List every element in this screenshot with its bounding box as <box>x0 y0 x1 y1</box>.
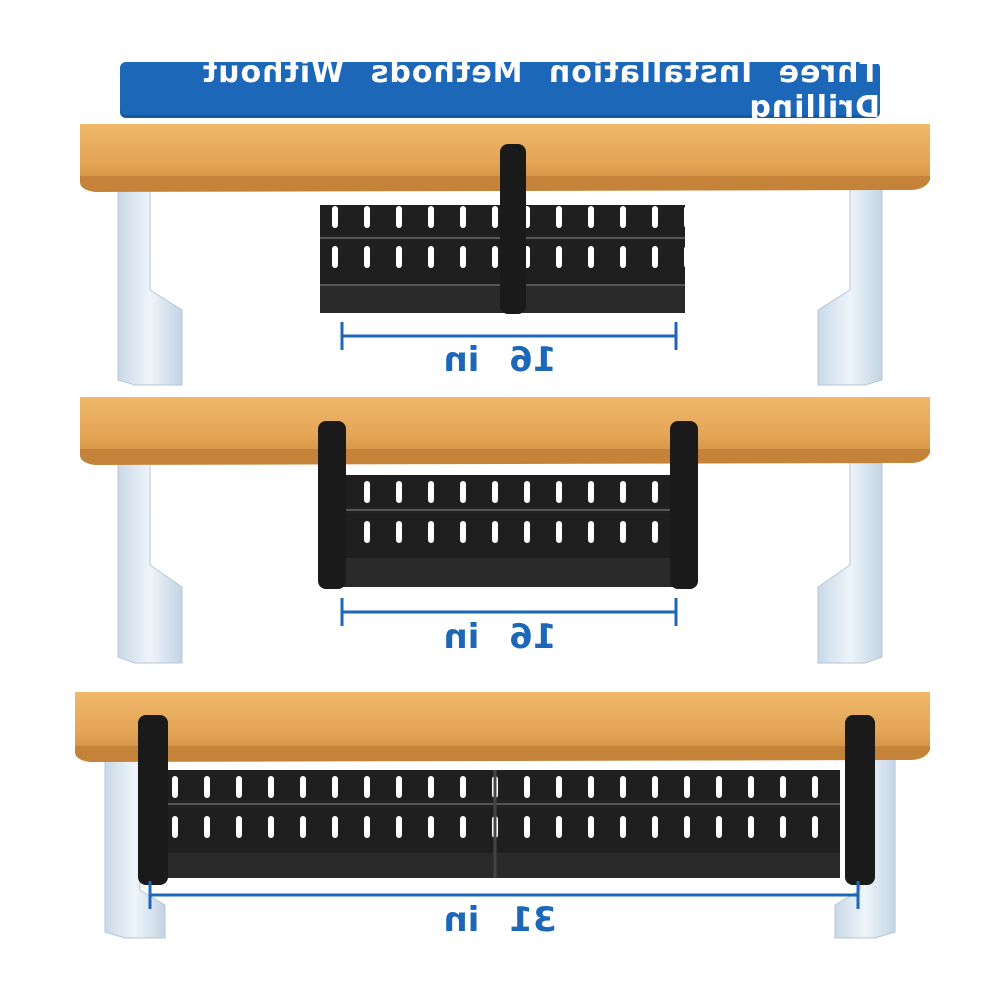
cable-tray-16in <box>330 475 675 587</box>
desk-leg-left <box>117 462 183 664</box>
length-label-3: 31 in <box>443 900 557 940</box>
length-label-1: 16 in <box>443 340 557 380</box>
installation-scene-3: 31 in <box>0 690 1000 995</box>
length-label-2: 16 in <box>443 617 557 657</box>
desk-with-center-clamp-tray <box>80 124 930 386</box>
desk-leg-right <box>817 187 883 386</box>
desk-leg-right <box>817 462 883 664</box>
side-clamp-right <box>845 715 875 885</box>
cable-tray-31in <box>160 770 840 878</box>
desk-top <box>80 397 930 463</box>
dimension-line-16in-top <box>340 322 678 350</box>
side-clamp-right <box>670 421 698 589</box>
desk-with-extended-tray <box>75 692 930 939</box>
installation-scene-1: 16 in <box>0 0 1000 390</box>
center-clamp <box>500 144 526 314</box>
installation-scene-2: 16 in <box>0 395 1000 665</box>
dimension-line-31in <box>148 881 860 909</box>
desk-with-dual-clamp-tray <box>80 397 930 664</box>
side-clamp-left <box>138 715 168 885</box>
desk-top <box>75 692 930 760</box>
side-clamp-left <box>318 421 346 589</box>
title-banner: Three Installation Methods Without Drill… <box>120 55 880 125</box>
desk-leg-left <box>117 187 183 386</box>
dimension-line-16in-middle <box>340 598 678 626</box>
